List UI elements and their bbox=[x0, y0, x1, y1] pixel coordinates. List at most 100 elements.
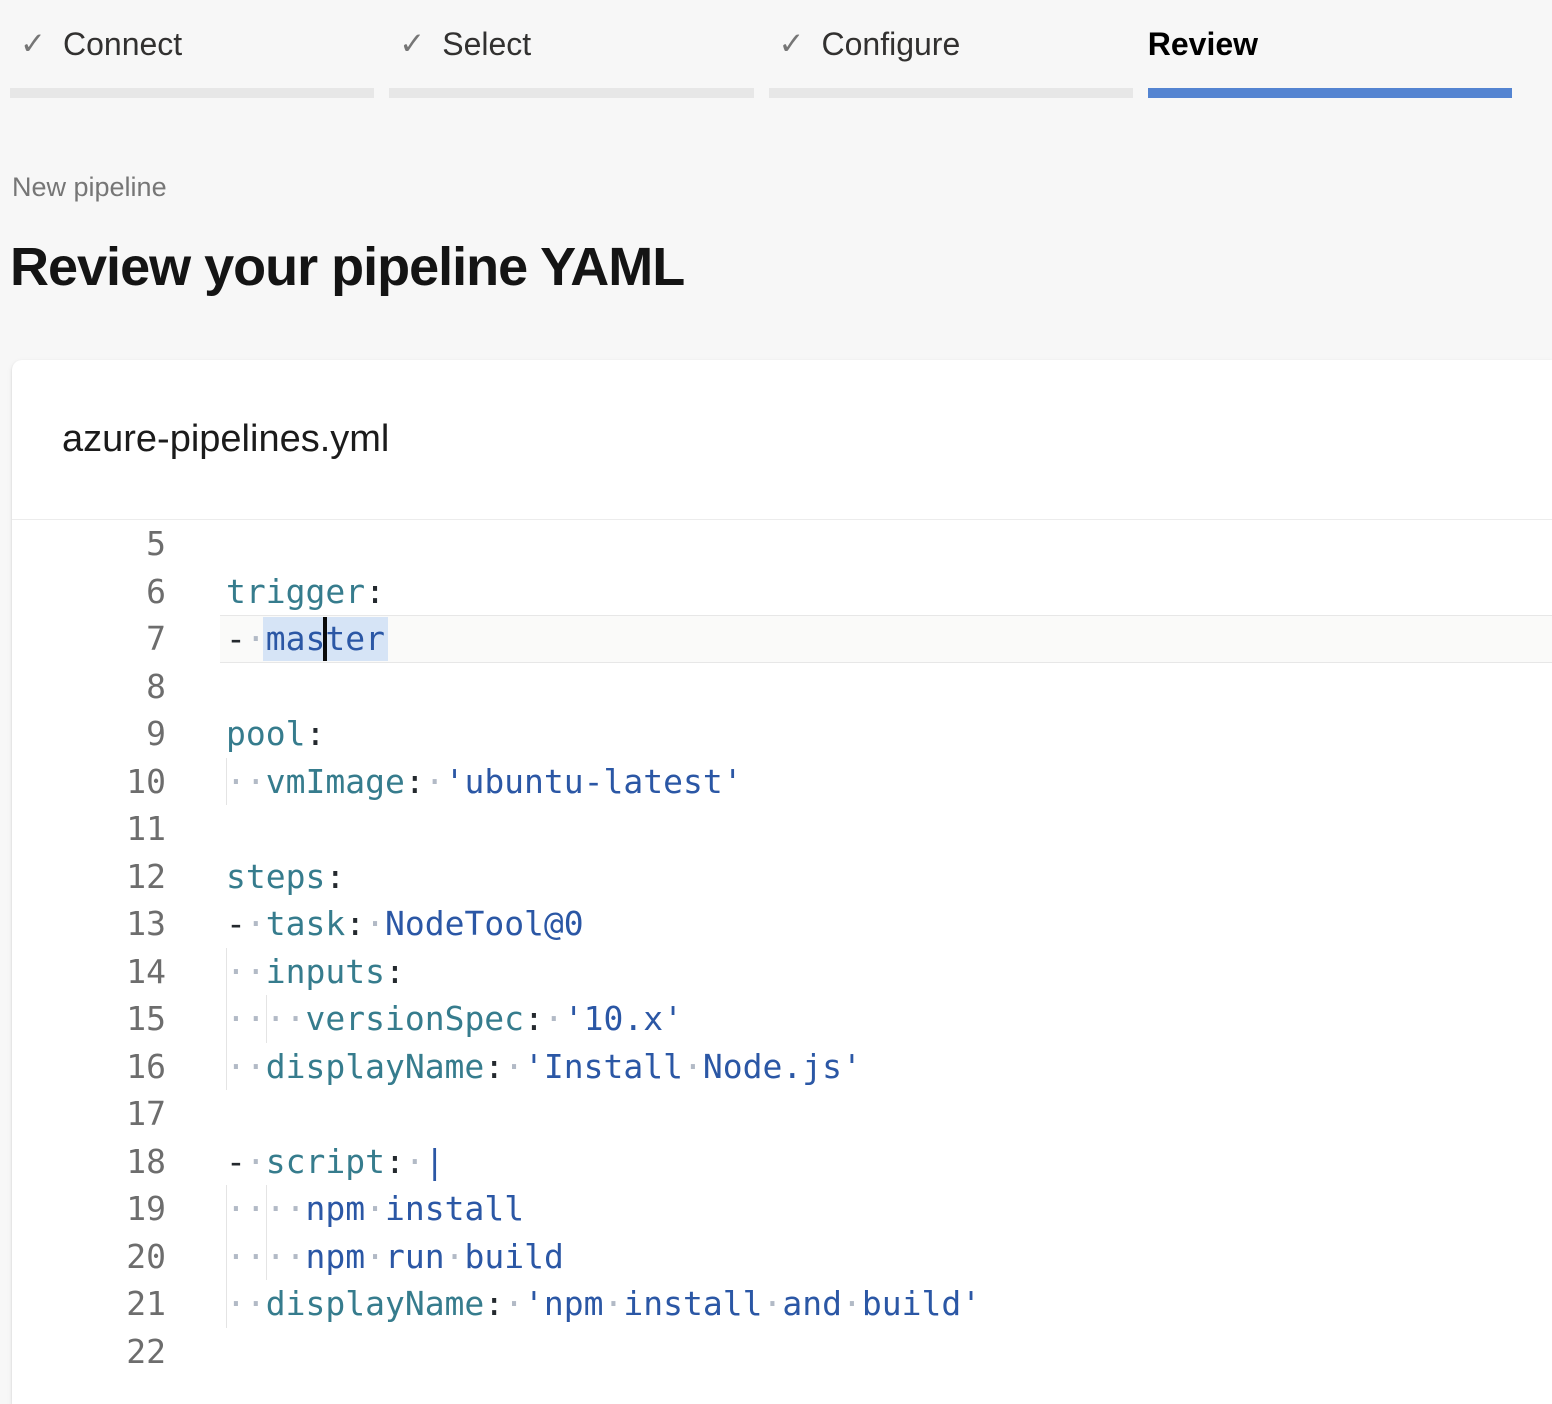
line-number: 10 bbox=[126, 761, 166, 801]
whitespace-dot: · bbox=[245, 1236, 266, 1276]
code-line[interactable]: 12 steps: bbox=[12, 853, 1552, 901]
whitespace-dot: · bbox=[245, 904, 266, 943]
code-line[interactable]: 7-·master bbox=[12, 615, 1552, 663]
whitespace-dot: · bbox=[265, 1189, 286, 1228]
whitespace-dot: · bbox=[365, 904, 385, 943]
step-connect[interactable]: ✓ Connect bbox=[10, 0, 375, 98]
line-number: 16 bbox=[126, 1046, 166, 1086]
step-label: Connect bbox=[62, 25, 183, 62]
code-token: : bbox=[365, 571, 385, 611]
code-token: build bbox=[464, 1236, 564, 1276]
whitespace-dot: · bbox=[245, 999, 266, 1038]
code-token: displayName bbox=[265, 1046, 485, 1086]
whitespace-dot: · bbox=[245, 1189, 266, 1228]
line-number: 8 bbox=[146, 666, 166, 706]
page-title: Review your pipeline YAML bbox=[10, 237, 685, 297]
line-number: 20 bbox=[126, 1236, 166, 1276]
code-line[interactable]: 22 bbox=[12, 1328, 1552, 1376]
line-number: 6 bbox=[146, 571, 166, 611]
code-token: inputs bbox=[265, 951, 385, 991]
whitespace-dot: · bbox=[424, 761, 445, 801]
code-line[interactable]: 19····npm·install bbox=[12, 1185, 1552, 1233]
step-review[interactable]: Review bbox=[1147, 0, 1512, 98]
code-token: : bbox=[524, 999, 544, 1038]
indent-guide bbox=[226, 757, 227, 805]
indent-guide bbox=[226, 1280, 227, 1328]
whitespace-dot: · bbox=[245, 619, 266, 658]
whitespace-dot: · bbox=[226, 1236, 246, 1276]
whitespace-dot: · bbox=[504, 1284, 525, 1323]
code-line[interactable]: 20····npm·run·build bbox=[12, 1232, 1552, 1280]
code-line[interactable]: 13-·task:·NodeTool@0 bbox=[12, 900, 1552, 948]
line-number: 13 bbox=[126, 904, 166, 943]
line-number: 18 bbox=[126, 1141, 166, 1181]
code-token: : bbox=[325, 856, 346, 896]
indent-guide bbox=[265, 1232, 267, 1280]
code-line[interactable]: 21··displayName:·'npm·install·and·build' bbox=[12, 1280, 1552, 1328]
line-number: 5 bbox=[146, 524, 166, 563]
whitespace-dot: · bbox=[245, 761, 266, 801]
code-token: - bbox=[226, 619, 246, 658]
step-progress-bar bbox=[389, 88, 754, 98]
code-token: pool bbox=[226, 714, 306, 753]
whitespace-dot: · bbox=[365, 1189, 385, 1228]
whitespace-dot: · bbox=[265, 999, 286, 1038]
step-configure[interactable]: ✓ Configure bbox=[768, 0, 1133, 98]
code-line[interactable]: 18-·script:·| bbox=[12, 1138, 1552, 1186]
code-token: 'ubuntu-latest' bbox=[444, 761, 743, 801]
step-label: Configure bbox=[821, 25, 961, 62]
code-line[interactable]: 11 bbox=[12, 805, 1552, 853]
indent-guide bbox=[226, 1232, 227, 1280]
line-number: 21 bbox=[126, 1284, 166, 1323]
code-token: : bbox=[484, 1284, 505, 1323]
line-number: 12 bbox=[126, 856, 166, 896]
code-token: displayName bbox=[265, 1284, 485, 1323]
pipeline-yaml-card: azure-pipelines.yml 56trigger:7-·master8… bbox=[12, 360, 1552, 1404]
whitespace-dot: · bbox=[245, 951, 266, 991]
step-select[interactable]: ✓ Select bbox=[389, 0, 754, 98]
code-token: 'npm bbox=[524, 1284, 604, 1323]
whitespace-dot: · bbox=[603, 1284, 624, 1323]
whitespace-dot: · bbox=[226, 761, 246, 801]
code-line[interactable]: 17 bbox=[12, 1090, 1552, 1138]
step-progress-bar bbox=[768, 88, 1133, 98]
code-token: | bbox=[424, 1141, 445, 1181]
code-token: : bbox=[384, 951, 405, 991]
code-token: 'Install bbox=[524, 1046, 683, 1086]
check-icon: ✓ bbox=[20, 26, 46, 61]
indent-guide bbox=[265, 1185, 267, 1233]
line-number: 14 bbox=[126, 951, 166, 991]
pipeline-wizard-stepper: ✓ Connect ✓ Select ✓ Configure Review bbox=[0, 0, 1552, 98]
whitespace-dot: · bbox=[245, 1284, 266, 1323]
line-number: 19 bbox=[126, 1189, 166, 1228]
code-token: install bbox=[623, 1284, 763, 1323]
code-token: : bbox=[404, 761, 425, 801]
code-line[interactable]: 8 bbox=[12, 663, 1552, 711]
code-token: '10.x' bbox=[563, 999, 684, 1038]
line-number: 15 bbox=[126, 999, 166, 1038]
code-token: : bbox=[384, 1141, 405, 1181]
whitespace-dot: · bbox=[504, 1046, 525, 1086]
whitespace-dot: · bbox=[265, 1236, 286, 1276]
yaml-editor[interactable]: 56trigger:7-·master89pool:10··vmImage:·'… bbox=[12, 520, 1552, 1375]
code-line[interactable]: 16··displayName:·'Install·Node.js' bbox=[12, 1042, 1552, 1090]
indent-guide bbox=[226, 1185, 227, 1233]
indent-guide bbox=[226, 1042, 227, 1090]
code-line[interactable]: 14··inputs: bbox=[12, 947, 1552, 995]
step-progress-bar-active bbox=[1147, 88, 1512, 98]
whitespace-dot: · bbox=[226, 999, 246, 1038]
code-token: steps bbox=[226, 856, 326, 896]
check-icon: ✓ bbox=[778, 26, 805, 61]
whitespace-dot: · bbox=[365, 1236, 385, 1276]
step-label: Review bbox=[1147, 25, 1259, 62]
code-line[interactable]: 15····versionSpec:·'10.x' bbox=[12, 995, 1552, 1043]
code-line[interactable]: 5 bbox=[12, 520, 1552, 568]
code-line[interactable]: 10··vmImage:·'ubuntu-latest' bbox=[12, 757, 1552, 805]
whitespace-dot: · bbox=[762, 1284, 783, 1323]
code-token: NodeTool@0 bbox=[384, 904, 584, 943]
code-token: - bbox=[226, 904, 246, 943]
whitespace-dot: · bbox=[245, 1046, 266, 1086]
whitespace-dot: · bbox=[226, 951, 246, 991]
